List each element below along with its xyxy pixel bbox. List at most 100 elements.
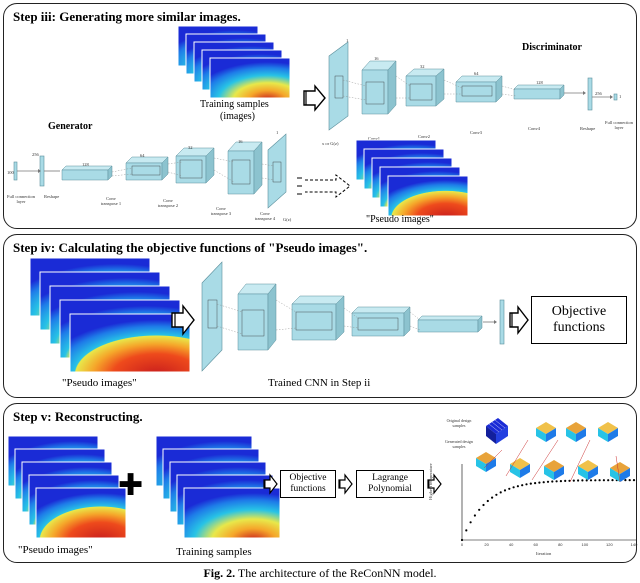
gen-dim-0: 100 <box>7 170 14 175</box>
generated-design-blocks <box>476 422 630 482</box>
gen-reshape-label: Reshape <box>44 194 60 199</box>
plot-point <box>602 479 605 482</box>
plot-point <box>460 538 464 542</box>
disc-output-bar <box>613 93 618 101</box>
plot-x-tick: 0 <box>461 542 464 547</box>
step5-title: Step v: Reconstructing. <box>13 409 143 424</box>
plot-xlabel: Iteration <box>536 551 552 556</box>
pseudo-images-label-step5: "Pseudo images" <box>18 544 93 556</box>
gen-to-pseudo-dashed-arrow <box>297 173 351 199</box>
cnn-to-objective-arrow <box>509 304 529 336</box>
lagrange-polynomial-box: Lagrange Polynomial <box>356 470 424 498</box>
plot-x-tick: 40 <box>509 542 514 547</box>
discriminator-label: Discriminator <box>522 42 582 53</box>
discriminator-network <box>328 41 618 131</box>
plot-point <box>482 503 485 507</box>
plot-x-tick: 60 <box>533 542 538 547</box>
plot-point <box>628 479 631 482</box>
disc-dim-4: 128 <box>536 80 543 85</box>
training-samples-stack-svg-5 <box>155 435 281 539</box>
plot-point <box>551 480 554 483</box>
disc-reshape-bar <box>587 77 593 111</box>
training-samples-label-step5: Training samples <box>176 546 252 558</box>
plot-point <box>546 480 550 483</box>
gen-dim-2: 128 <box>82 162 89 167</box>
plot-point <box>469 521 472 524</box>
plot-point <box>508 487 511 490</box>
disc-reshape-label: Reshape <box>580 126 596 131</box>
disc-dim-0: 1 <box>346 38 349 43</box>
disc-dim-1: 16 <box>374 56 379 61</box>
generated-design-block <box>566 422 586 442</box>
plot-point <box>598 479 601 482</box>
heatmap-image <box>209 57 291 99</box>
disc-block-4 <box>513 84 565 100</box>
generated-design-block <box>578 460 598 480</box>
plus-symbol: ✚ <box>118 468 144 503</box>
plot-ylabel: Highest temperature <box>428 463 433 500</box>
heatmap-image <box>35 487 127 539</box>
plot-point <box>486 499 489 503</box>
generator-network <box>13 84 351 209</box>
gen-dim-3: 64 <box>140 153 145 158</box>
to-cnn-arrow <box>171 303 195 337</box>
gen-dim-4: 32 <box>188 145 193 150</box>
generated-design-block <box>476 452 496 472</box>
gen-dim-5: 16 <box>238 139 243 144</box>
gen-block-3 <box>175 147 215 184</box>
generated-design-block <box>510 458 530 478</box>
arrow-to-objective-5 <box>263 473 278 495</box>
heatmap-image <box>69 313 191 373</box>
plot-point <box>529 482 532 485</box>
disc-block-3 <box>455 75 503 103</box>
plot-point <box>495 493 498 496</box>
heatmap-image <box>183 487 281 539</box>
disc-c2-label: Conv2 <box>418 134 431 139</box>
arrow-to-plot <box>427 473 442 495</box>
disc-fc-label: Full connection layer <box>604 120 634 130</box>
disc-c3-label: Conv3 <box>470 130 483 135</box>
plot-point <box>581 479 584 482</box>
pseudo-images-stack-svg-3 <box>355 139 469 217</box>
plot-point <box>632 479 636 482</box>
plot-point <box>478 508 481 511</box>
cnn-block-4 <box>417 315 483 333</box>
objective-functions-box-step4: Objective functions <box>531 296 627 344</box>
gen-block-4 <box>227 141 263 195</box>
plot-point <box>559 480 562 483</box>
generated-design-block <box>598 422 618 442</box>
generated-design-block <box>544 460 564 480</box>
gen-block-1 <box>61 165 113 181</box>
pseudo-images-stack-svg-5 <box>7 435 127 539</box>
trained-cnn-label: Trained CNN in Step ii <box>268 377 371 389</box>
trained-cnn-network <box>171 261 529 372</box>
figure-caption: Fig. 2. The architecture of the ReConNN … <box>0 566 640 581</box>
step4-title: Step iv: Calculating the objective funct… <box>13 240 368 255</box>
disc-input-sheet <box>328 41 349 131</box>
gen-ct3-label: Conv transpose 3 <box>210 206 232 216</box>
plot-point <box>516 485 519 488</box>
pseudo-images-label-step4: "Pseudo images" <box>62 377 137 389</box>
gen-block-2 <box>125 156 169 181</box>
gen-out-label: G(z) <box>283 217 292 222</box>
plot-x-tick: 100 <box>582 542 589 547</box>
caption-fig-number: Fig. 2. <box>203 566 236 580</box>
cnn-block-3 <box>351 306 411 337</box>
arrow-to-lagrange <box>338 473 353 495</box>
plot-curve-points <box>460 479 636 542</box>
training-samples-sub: (images) <box>220 111 255 122</box>
generator-label: Generator <box>48 121 93 132</box>
plot-point <box>525 483 528 486</box>
plot-point <box>577 479 580 482</box>
training-samples-label: Training samples <box>200 99 269 110</box>
plot-x-tick: 120 <box>606 542 613 547</box>
plot-x-tick: 140 <box>631 542 638 547</box>
generated-design-block <box>610 462 630 482</box>
plot-point <box>555 480 558 483</box>
plot-point <box>521 484 524 487</box>
pseudo-images-label-step3: "Pseudo images" <box>366 214 434 225</box>
gen-ct4-label: Conv transpose 4 <box>254 211 276 221</box>
gen-ct1-label: Conv transpose 1 <box>100 196 122 206</box>
disc-dim-3: 64 <box>474 71 479 76</box>
